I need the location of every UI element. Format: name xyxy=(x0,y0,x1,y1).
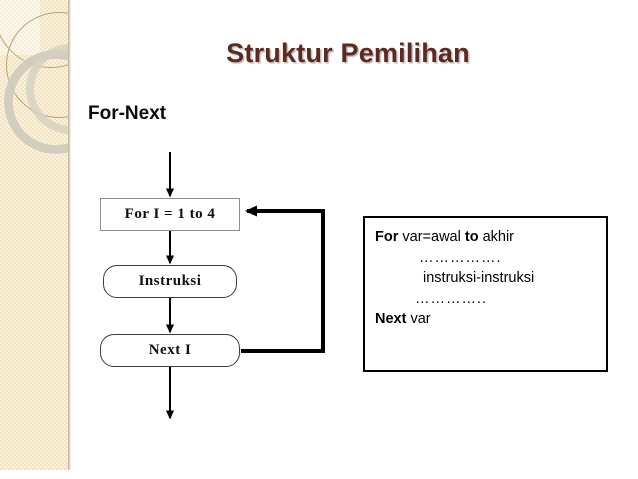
decorative-sidebar xyxy=(0,0,68,470)
section-subtitle: For-Next xyxy=(88,103,167,124)
flowchart-node-instruksi-label: Instruksi xyxy=(138,273,202,289)
flowchart-node-for: For I = 1 to 4 xyxy=(100,198,240,231)
code-line-0: For var=awal to akhir xyxy=(375,229,515,245)
flowchart-node-next: Next I xyxy=(100,334,240,367)
flowchart-node-for-label: For I = 1 to 4 xyxy=(124,206,216,222)
thick-ring-icon xyxy=(4,50,68,154)
loop-back-arrow xyxy=(241,205,325,353)
syntax-code-box: For var=awal to akhir ……………. instruksi-ins… xyxy=(363,216,608,372)
flowchart-node-next-label: Next I xyxy=(148,342,192,358)
page-title: Struktur Pemilihan xyxy=(226,38,470,68)
code-line-4: Next var xyxy=(375,311,431,328)
code-line-2: instruksi-instruksi xyxy=(423,270,535,287)
sidebar-edge-divider xyxy=(68,0,71,470)
code-line-1: ……………. xyxy=(419,249,502,266)
flowchart-node-instruksi: Instruksi xyxy=(103,265,237,298)
code-line-3: ………….. xyxy=(415,290,488,307)
